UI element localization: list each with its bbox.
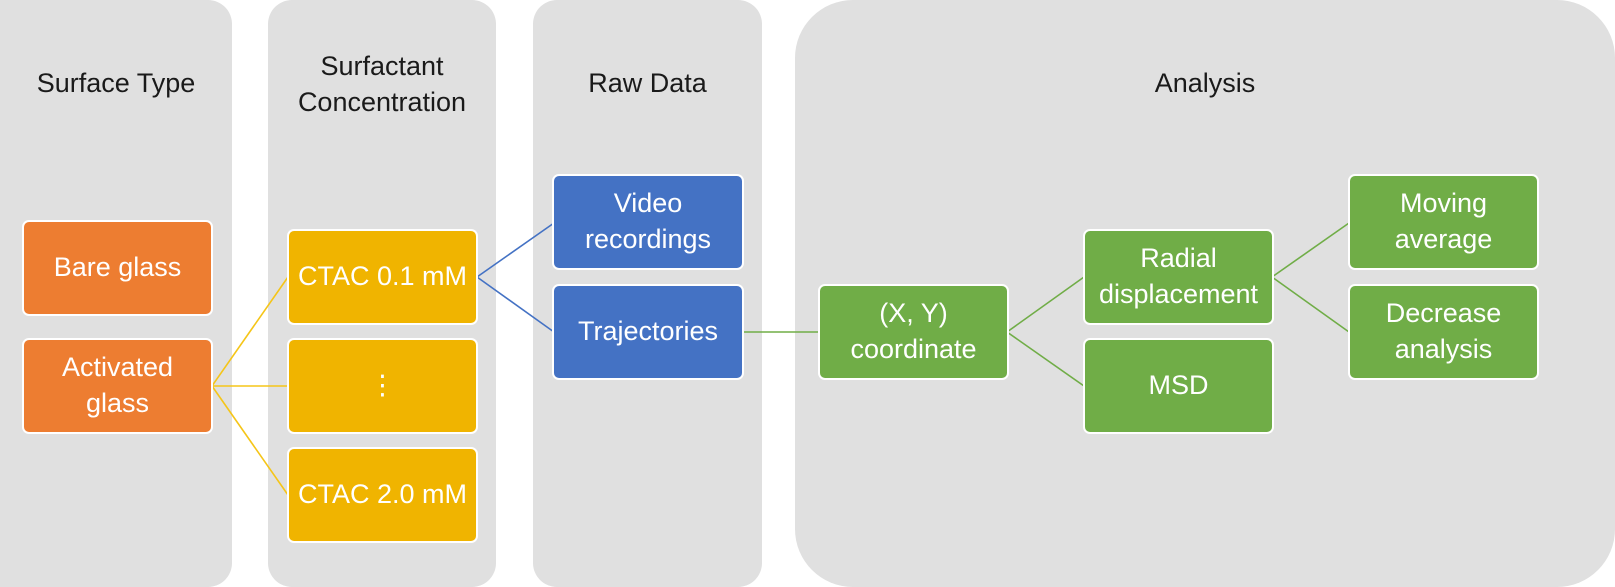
node-video-recordings: Video recordings <box>552 174 744 270</box>
node-ellipsis: ⋮ <box>287 338 478 434</box>
connector-ctac01-to-video <box>476 222 555 278</box>
node-msd: MSD <box>1083 338 1274 434</box>
node-radial-displacement: Radial displacement <box>1083 229 1274 325</box>
node-bare-glass: Bare glass <box>22 220 213 316</box>
node-moving-average: Moving average <box>1348 174 1539 270</box>
connector-activated-to-ctac20 <box>211 385 289 496</box>
node-ctac-2-0-mm: CTAC 2.0 mM <box>287 447 478 543</box>
column-title-raw-data: Raw Data <box>588 68 707 98</box>
connector-radial-to-decrease <box>1271 276 1350 333</box>
node-ctac-0-1-mm: CTAC 0.1 mM <box>287 229 478 325</box>
connector-xy-to-msd <box>1006 331 1085 387</box>
column-title-surface-type: Surface Type <box>36 68 196 98</box>
connector-radial-to-moving-average <box>1271 222 1350 278</box>
connector-activated-to-ctac01 <box>211 276 289 387</box>
node-xy-coordinate: (X, Y) coordinate <box>818 284 1009 380</box>
column-title-surfactant-concentration: Surfactant Concentration <box>297 51 467 117</box>
column-title-analysis: Analysis <box>1154 68 1256 98</box>
node-decrease-analysis: Decrease analysis <box>1348 284 1539 380</box>
node-trajectories: Trajectories <box>552 284 744 380</box>
connector-xy-to-radial <box>1006 276 1085 333</box>
node-activated-glass: Activated glass <box>22 338 213 434</box>
connector-ctac01-to-trajectories <box>476 276 555 333</box>
